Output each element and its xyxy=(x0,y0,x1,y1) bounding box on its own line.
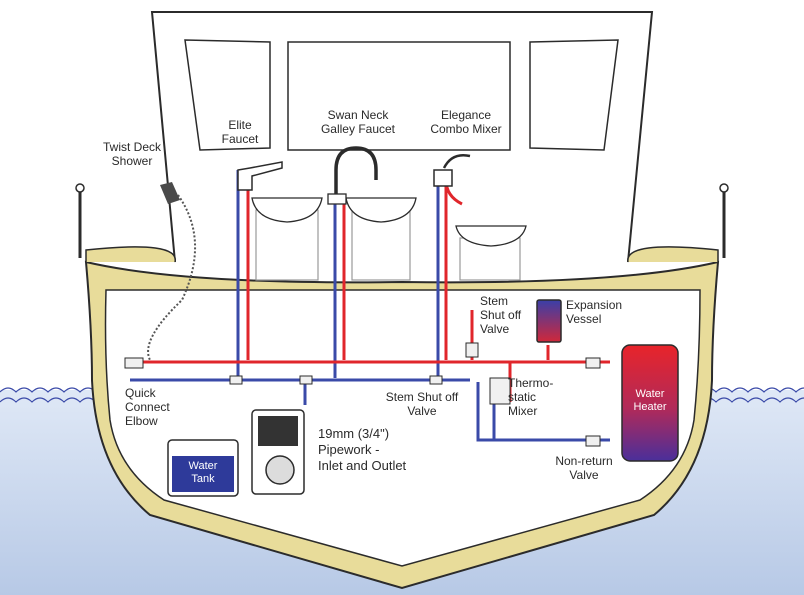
label-twist-deck-shower: Twist Deck Shower xyxy=(102,140,161,168)
label-expansion-vessel: Expansion Vessel xyxy=(566,298,623,326)
swan-neck-faucet-icon xyxy=(334,146,378,196)
swan-neck-faucet-base xyxy=(327,193,347,205)
elite-faucet-icon xyxy=(237,161,283,191)
label-pipework: 19mm (3/4") Pipework - Inlet and Outlet xyxy=(318,426,407,473)
water-heater xyxy=(621,344,679,462)
label-elite-faucet: Elite Faucet xyxy=(221,118,259,146)
label-non-return-valve: Non-return Valve xyxy=(555,454,613,482)
water-pump xyxy=(251,409,305,495)
label-stem-shut-off-valve-top: Stem Shut off Valve xyxy=(480,294,522,336)
label-elegance-combo-mixer: Elegance Combo Mixer xyxy=(430,108,502,136)
water-tank xyxy=(167,439,239,497)
label-water-heater: Water Heater xyxy=(633,388,667,413)
shower-hose xyxy=(147,194,197,361)
pipe-fittings xyxy=(124,342,601,447)
sinks xyxy=(251,197,527,281)
shower-head-icon xyxy=(160,182,180,204)
label-stem-shut-off-valve-bottom: Stem Shut off Valve xyxy=(385,390,459,418)
elegance-mixer-spout xyxy=(442,154,471,169)
expansion-vessel xyxy=(536,299,562,343)
elegance-mixer-icon xyxy=(433,169,453,187)
label-quick-connect-elbow: Quick Connect Elbow xyxy=(125,386,170,428)
label-thermostatic-mixer: Thermo- static Mixer xyxy=(508,376,554,418)
label-water-tank: Water Tank xyxy=(188,460,218,485)
label-swan-neck-galley-faucet: Swan Neck Galley Faucet xyxy=(320,108,396,136)
